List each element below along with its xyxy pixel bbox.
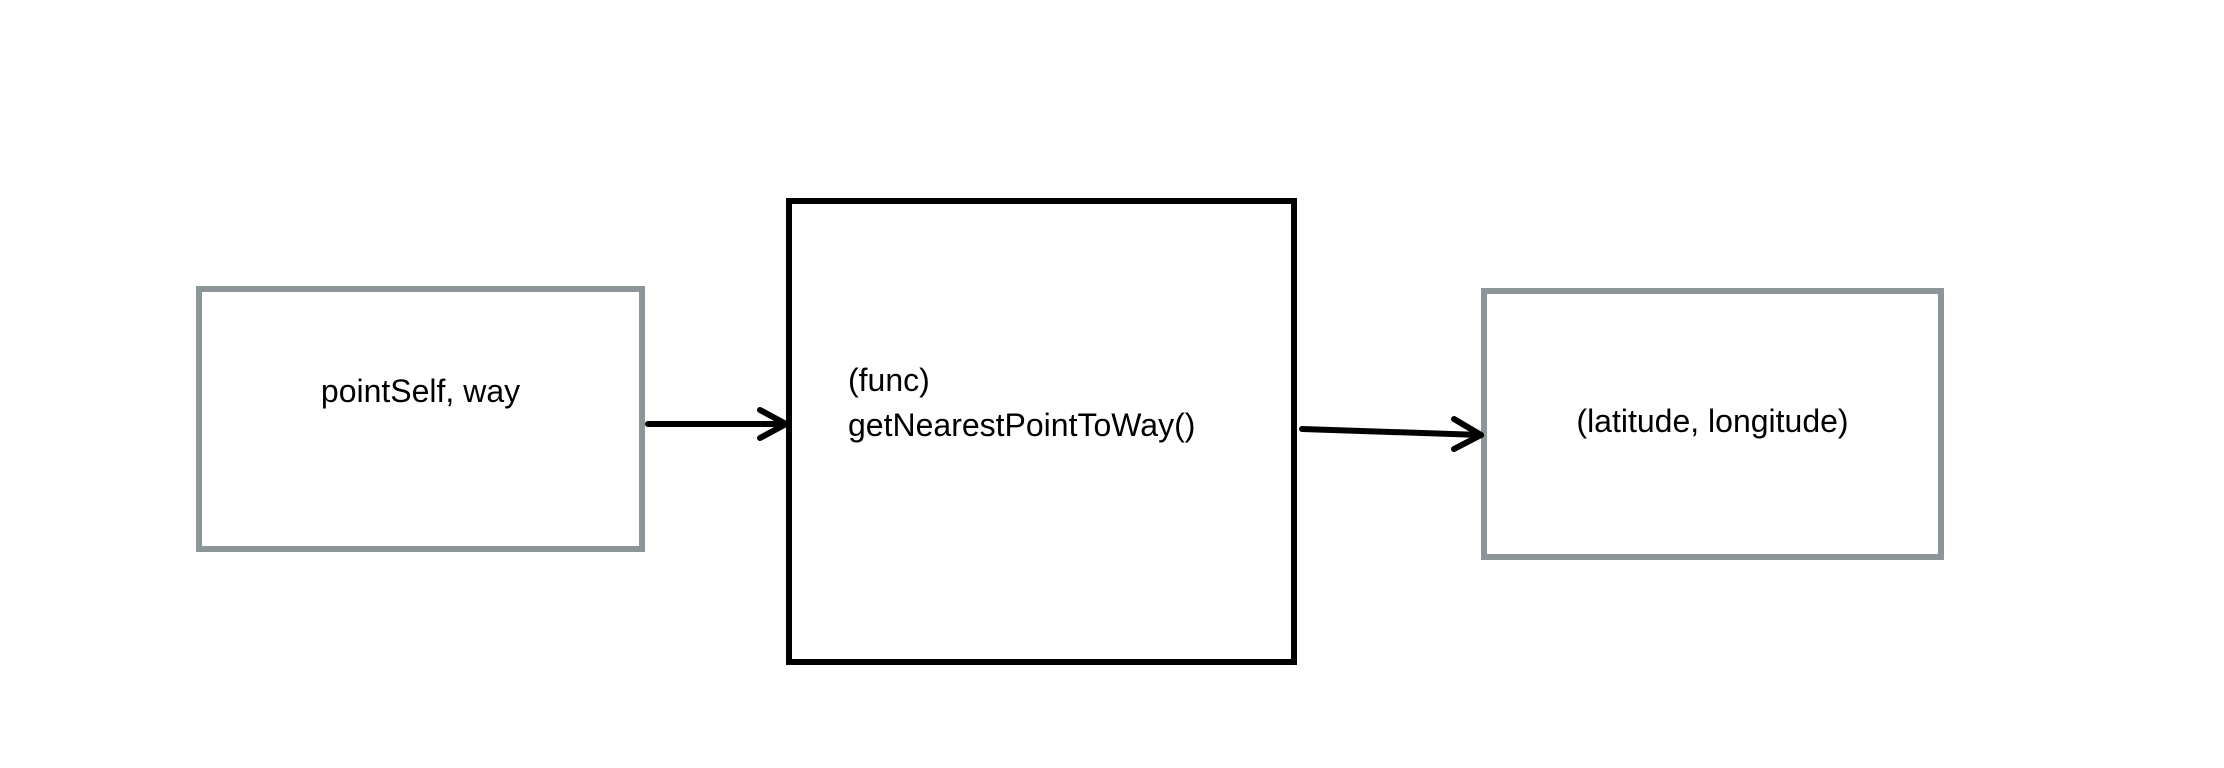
function-box: (func) getNearestPointToWay() — [786, 198, 1297, 665]
output-box: (latitude, longitude) — [1481, 288, 1944, 560]
input-to-function-arrow — [645, 407, 789, 441]
function-to-output-arrow — [1299, 416, 1484, 452]
output-label: (latitude, longitude) — [1576, 403, 1849, 439]
input-box: pointSelf, way — [196, 286, 645, 552]
function-name-label: getNearestPointToWay() — [848, 407, 1196, 443]
function-type-label: (func) — [848, 362, 930, 398]
input-label: pointSelf, way — [320, 373, 521, 409]
